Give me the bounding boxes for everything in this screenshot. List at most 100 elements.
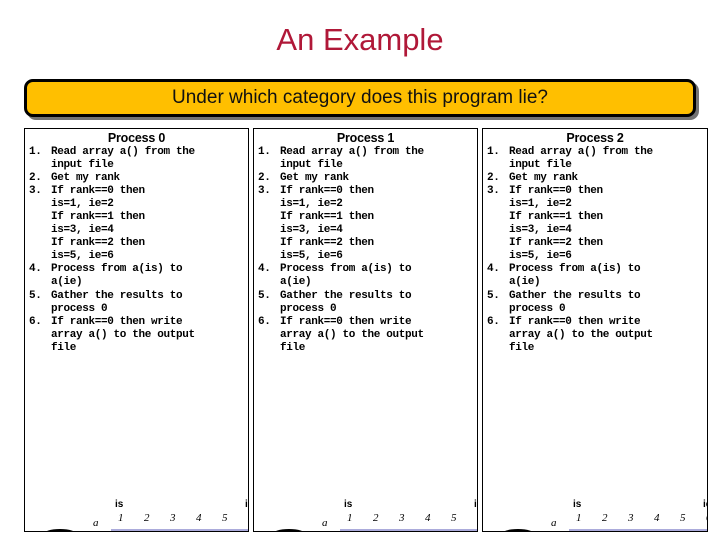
- code-line-text: input file: [509, 159, 572, 172]
- code-line: is=1, ie=2: [29, 198, 244, 211]
- label-is: is: [115, 499, 124, 510]
- array-index: 4: [425, 512, 431, 524]
- code-line-text: is=1, ie=2: [509, 198, 572, 211]
- code-line-text: is=1, ie=2: [51, 198, 114, 211]
- code-line: 2. Get my rank: [258, 172, 473, 185]
- code-line: process 0: [258, 303, 473, 316]
- code-line: process 0: [29, 303, 244, 316]
- code-line-text: Gather the results to: [280, 289, 412, 302]
- label-ie: ie: [245, 499, 248, 510]
- code-line-number: 5.: [29, 289, 42, 302]
- code-line-text: is=3, ie=4: [280, 224, 343, 237]
- code-line-text: Get my rank: [280, 172, 349, 185]
- array-label-a: a: [322, 517, 328, 529]
- code-line-text: is=3, ie=4: [509, 224, 572, 237]
- array-label-a: a: [551, 517, 557, 529]
- code-line: 1.Read array a() from the: [29, 146, 244, 159]
- code-line: 4.Process from a(is) to: [258, 263, 473, 276]
- array-index: 6: [706, 512, 707, 524]
- array-index: 1: [576, 512, 582, 524]
- code-line: 5.Gather the results to: [29, 290, 244, 303]
- code-line-text: Read array a() from the: [509, 146, 653, 158]
- code-line: 4.Process from a(is) to: [29, 263, 244, 276]
- code-line: If rank==1 then: [29, 211, 244, 224]
- code-line-text: array a() to the output: [280, 328, 424, 341]
- code-line-text: is=5, ie=6: [51, 250, 114, 263]
- label-ie: ie: [703, 499, 707, 510]
- code-line-number: 6.: [487, 315, 500, 328]
- array-index: 5: [680, 512, 686, 524]
- code-line: input file: [258, 159, 473, 172]
- label-is: is: [573, 499, 582, 510]
- code-line: a(ie): [29, 276, 244, 289]
- code-line-number: 2.: [258, 172, 271, 185]
- page-title: An Example: [276, 22, 444, 57]
- array-index: 5: [222, 512, 228, 524]
- code-line-text: Get my rank: [509, 172, 578, 185]
- array-index: 2: [602, 512, 608, 524]
- code-line: 6.If rank==0 then write: [258, 316, 473, 329]
- code-line-number: 1.: [258, 146, 271, 158]
- array-index: 3: [628, 512, 634, 524]
- array-index: 3: [399, 512, 405, 524]
- code-line-text: Read array a() from the: [51, 146, 195, 158]
- code-line-text: If rank==1 then: [509, 211, 603, 224]
- code-line-text: is=5, ie=6: [280, 250, 343, 263]
- code-line-text: If rank==1 then: [280, 211, 374, 224]
- diagram-process-1: isie123456aa: [254, 499, 477, 531]
- code-line-text: If rank==0 then write: [509, 315, 641, 328]
- code-line: array a() to the output: [29, 329, 244, 342]
- array-index: 2: [144, 512, 150, 524]
- code-line-text: array a() to the output: [509, 328, 653, 341]
- code-line: a(ie): [487, 276, 703, 289]
- code-line: If rank==1 then: [258, 211, 473, 224]
- code-line: input file: [29, 159, 244, 172]
- code-line-text: If rank==2 then: [509, 237, 603, 250]
- code-line-text: process 0: [280, 302, 337, 315]
- diagram-process-2: isie123456aa: [483, 499, 707, 531]
- cylinder-top: [272, 529, 306, 531]
- cylinder-top: [43, 529, 77, 531]
- code-line: 1. Read array a() from the: [487, 146, 703, 159]
- array-index: 3: [170, 512, 176, 524]
- code-line: 2.Get my rank: [29, 172, 244, 185]
- code-line-text: a(ie): [509, 276, 541, 289]
- code-line: is=3, ie=4: [487, 224, 703, 237]
- code-line-number: 5.: [487, 289, 500, 302]
- code-line: 3.If rank==0 then: [258, 185, 473, 198]
- code-line-text: If rank==0 then write: [280, 315, 412, 328]
- label-ie: ie: [474, 499, 477, 510]
- code-line: is=5, ie=6: [29, 250, 244, 263]
- code-line: 3.If rank==0 then: [487, 185, 703, 198]
- array-index: 6: [248, 512, 249, 524]
- database-cylinder-input: [501, 529, 537, 531]
- code-line: is=3, ie=4: [258, 224, 473, 237]
- code-line-text: If rank==2 then: [280, 237, 374, 250]
- code-line-number: 4.: [29, 263, 42, 276]
- code-line-number: 1.: [487, 146, 500, 158]
- database-cylinder-input: [43, 529, 79, 531]
- array-index: 2: [373, 512, 379, 524]
- array-band-p1r1: [340, 529, 477, 531]
- code-line-text: file: [509, 341, 535, 354]
- code-line: file: [487, 342, 703, 355]
- code-line-text: input file: [280, 159, 343, 172]
- code-line-number: 4.: [487, 263, 500, 276]
- database-cylinder-input: [272, 529, 308, 531]
- code-line: 4.Process from a(is) to: [487, 263, 703, 276]
- array-index: 5: [451, 512, 457, 524]
- code-line-text: is=5, ie=6: [509, 250, 572, 263]
- diagram-process-0: isie123456aaa: [25, 499, 249, 531]
- code-line-text: Get my rank: [51, 172, 120, 185]
- code-line-number: 2.: [487, 172, 500, 185]
- code-line: array a() to the output: [487, 329, 703, 342]
- code-line-text: a(ie): [51, 276, 83, 289]
- label-is: is: [344, 499, 353, 510]
- code-line: 5.Gather the results to: [258, 290, 473, 303]
- code-line: 6. If rank==0 then write: [487, 316, 703, 329]
